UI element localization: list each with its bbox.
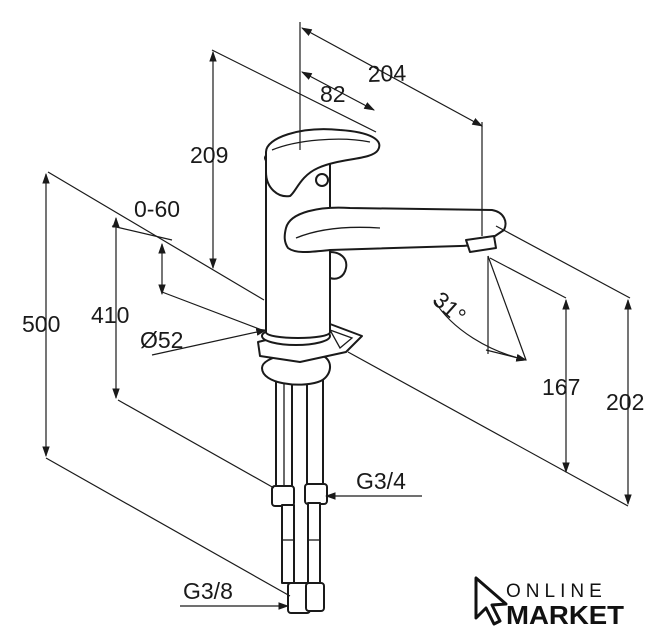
lever-handle [265, 128, 381, 198]
dim-209-label: 209 [190, 142, 228, 168]
dim-500-label: 500 [22, 311, 60, 337]
dim-167-label: 167 [542, 374, 580, 400]
online-market-logo: ONLINE MARKET [474, 576, 624, 630]
dimension-labels: 204 82 209 0-60 500 410 Ø52 31° 167 202 … [22, 60, 644, 604]
logo-line-market: MARKET [506, 600, 624, 630]
dim-diameter-52-label: Ø52 [140, 327, 183, 353]
supply-hoses [271, 377, 328, 614]
dim-82-label: 82 [320, 81, 346, 107]
logo-line-online: ONLINE [506, 581, 607, 602]
thread-g3-8-label: G3/8 [183, 578, 233, 604]
cursor-icon [474, 576, 508, 626]
dim-31-degree-label: 31° [428, 286, 471, 329]
dim-410-label: 410 [91, 302, 129, 328]
dim-204-label: 204 [367, 60, 406, 87]
dim-202-label: 202 [606, 389, 644, 415]
dim-0-60-label: 0-60 [134, 196, 180, 222]
dimension-lines [42, 22, 632, 610]
spout [283, 206, 507, 253]
thread-g3-4-label: G3/4 [356, 468, 406, 494]
